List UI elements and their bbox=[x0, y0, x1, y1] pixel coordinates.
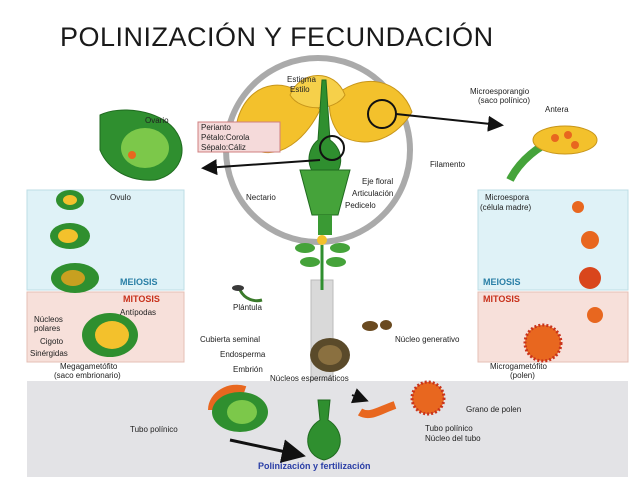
label-mitosis-right: MITOSIS bbox=[483, 294, 520, 304]
arrow-to-anther bbox=[395, 113, 504, 132]
label-antera: Antera bbox=[545, 105, 569, 114]
label-sepalo: Sépalo:Cáliz bbox=[201, 143, 246, 152]
label-polares: polares bbox=[34, 324, 60, 333]
perianto-box bbox=[197, 121, 281, 153]
label-nucleo-del-tubo: Núcleo del tubo bbox=[425, 434, 481, 443]
label-ovulo: Ovulo bbox=[110, 193, 131, 202]
label-embrion: Embrión bbox=[233, 365, 263, 374]
label-celula-madre: (célula madre) bbox=[480, 203, 531, 212]
ovule-with-pollen-tube bbox=[208, 384, 268, 432]
germinating-pollen bbox=[357, 380, 446, 419]
plant-seedling bbox=[295, 235, 350, 290]
flower-petal-right bbox=[329, 81, 413, 143]
label-endosperma: Endosperma bbox=[220, 350, 266, 359]
label-filamento: Filamento bbox=[430, 160, 466, 169]
label-meiosis-left: MEIOSIS bbox=[120, 277, 158, 287]
label-saco-polinico: (saco polínico) bbox=[478, 96, 530, 105]
label-tubo-polinico-left: Tubo polínico bbox=[130, 425, 178, 434]
ovary-inner bbox=[121, 128, 169, 168]
fertilized-pistil bbox=[307, 399, 341, 461]
slide-title: POLINIZACIÓN Y FECUNDACIÓN bbox=[60, 22, 494, 52]
anther-drawing bbox=[532, 125, 598, 155]
label-estigma: Estigma bbox=[287, 75, 316, 84]
label-ovario: Ovario bbox=[145, 116, 169, 125]
label-nucleos-espermaticos: Núcleos espermáticos bbox=[270, 374, 349, 383]
flower-petal-top bbox=[289, 75, 346, 109]
label-perianto: Perianto bbox=[201, 123, 231, 132]
pollen-sac-dot bbox=[571, 141, 579, 149]
pollen-grain-microgametophyte bbox=[523, 323, 563, 363]
label-estilo: Estilo bbox=[290, 85, 310, 94]
ovule-stage-2 bbox=[50, 223, 90, 249]
label-petalo: Pétalo:Corola bbox=[201, 133, 250, 142]
ovule-dot bbox=[128, 151, 136, 159]
ovary-highlight bbox=[319, 135, 345, 161]
microspore-1 bbox=[572, 201, 584, 213]
label-megagametofito: Megagametófito bbox=[60, 362, 118, 371]
label-grano-polen: Grano de polen bbox=[466, 405, 521, 414]
pedicel bbox=[318, 215, 332, 235]
meiosis-panel-right bbox=[477, 189, 629, 291]
microspore-3 bbox=[579, 267, 601, 289]
label-microgametofito: Microgametófito bbox=[490, 362, 547, 371]
label-sinergidas: Sinérgidas bbox=[30, 349, 68, 358]
label-cubierta-seminal: Cubierta seminal bbox=[200, 335, 260, 344]
label-meiosis-right: MEIOSIS bbox=[483, 277, 521, 287]
label-nucleos: Núcleos bbox=[34, 315, 63, 324]
label-footer: Polinización y fertilización bbox=[258, 461, 371, 471]
microspore-4 bbox=[587, 307, 603, 323]
seeds-pair bbox=[362, 320, 392, 331]
label-mitosis-left: MITOSIS bbox=[123, 294, 160, 304]
label-microesporangio: Microesporangio bbox=[470, 87, 530, 96]
label-cigoto: Cigoto bbox=[40, 337, 64, 346]
label-pedicelo: Pedicelo bbox=[345, 201, 376, 210]
label-nucleo-generativo: Núcleo generativo bbox=[395, 335, 460, 344]
microspore-2 bbox=[581, 231, 599, 249]
label-nectario: Nectario bbox=[246, 193, 276, 202]
label-polen: (polen) bbox=[510, 371, 535, 380]
pollen-sac-dot bbox=[551, 134, 559, 142]
seed-drawing bbox=[310, 338, 350, 372]
ovule-stage-3 bbox=[51, 263, 99, 293]
label-eje-floral: Eje floral bbox=[362, 177, 393, 186]
label-articulacion: Articulación bbox=[352, 189, 393, 198]
receptacle bbox=[299, 169, 351, 216]
small-seedling bbox=[232, 285, 263, 303]
label-tubo-polinico-right: Tubo polínico bbox=[425, 424, 473, 433]
arrow-bottom-mid bbox=[350, 388, 369, 404]
embryo-sac bbox=[82, 313, 138, 357]
label-plantula: Plántula bbox=[233, 303, 262, 312]
ovule-stage-1 bbox=[56, 190, 84, 210]
label-saco-embrionario: (saco embrionario) bbox=[54, 371, 121, 380]
label-antipodas: Antípodas bbox=[120, 308, 156, 317]
label-microespora: Microespora bbox=[485, 193, 530, 202]
meiosis-panel-left bbox=[26, 189, 185, 291]
arrow-to-ovary bbox=[201, 159, 321, 176]
arrow-bottom-left bbox=[229, 438, 306, 463]
pollen-sac-dot bbox=[564, 131, 572, 139]
